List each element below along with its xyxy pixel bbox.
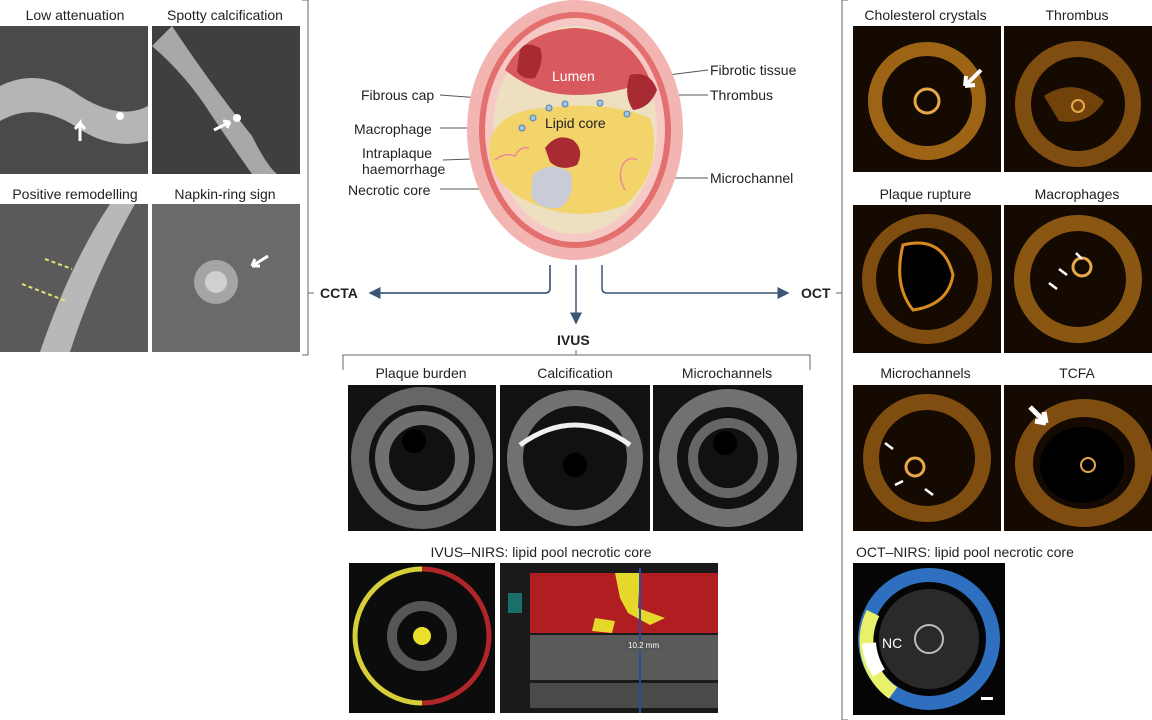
ivus-label: IVUS (557, 332, 590, 348)
label-thrombus: Thrombus (710, 87, 774, 103)
ivus-caption-plaque-burden: Plaque burden (375, 365, 467, 381)
oct-caption-thrombus: Thrombus (1045, 7, 1109, 23)
label-fibrous-cap: Fibrous cap (361, 87, 435, 103)
label-fibrotic-tissue: Fibrotic tissue (710, 62, 797, 78)
oct-caption-tcfa: TCFA (1059, 365, 1095, 381)
ccta-image-napkin-ring (152, 204, 300, 352)
ivus-caption-microchannels: Microchannels (681, 365, 773, 381)
oct-nirs-image (853, 563, 1005, 715)
ccta-caption-positive-remodelling: Positive remodelling (12, 186, 138, 202)
ccta-caption-napkin-ring: Napkin-ring sign (174, 186, 276, 202)
ccta-label: CCTA (320, 285, 358, 301)
ccta-image-positive-remodelling (0, 204, 148, 352)
label-lumen: Lumen (552, 68, 595, 84)
label-microchannel: Microchannel (710, 170, 794, 186)
ivus-image-calcification (500, 385, 650, 531)
oct-image-macrophages (1004, 205, 1152, 353)
ccta-caption-spotty-calcification: Spotty calcification (167, 7, 283, 23)
oct-image-tcfa (1004, 385, 1152, 531)
oct-image-plaque-rupture (853, 205, 1001, 353)
ccta-caption-low-attenuation: Low attenuation (25, 7, 125, 23)
ivus-nirs-image-chemogram (500, 563, 718, 713)
oct-caption-cholesterol: Cholesterol crystals (864, 7, 987, 23)
oct-image-microchannels (853, 385, 1001, 531)
plaque-cross-section (465, 0, 685, 265)
label-intraplaque-haemorrhage: Intraplaque haemorrhage (362, 145, 446, 177)
label-necrotic-core: Necrotic core (348, 182, 431, 198)
oct-nirs-title: OCT–NIRS: lipid pool necrotic core (856, 544, 1074, 560)
ivus-nirs-title: IVUS–NIRS: lipid pool necrotic core (430, 544, 652, 560)
ivus-caption-calcification: Calcification (537, 365, 613, 381)
oct-image-cholesterol (853, 26, 1001, 172)
oct-image-thrombus (1004, 26, 1152, 172)
oct-label: OCT (801, 285, 831, 301)
oct-caption-plaque-rupture: Plaque rupture (879, 186, 972, 202)
oct-nirs-nc-label: NC (882, 635, 903, 651)
ivus-image-plaque-burden (348, 385, 496, 531)
ccta-image-low-attenuation (0, 26, 148, 174)
ccta-image-spotty-calcification (152, 26, 300, 174)
oct-caption-microchannels: Microchannels (880, 365, 971, 381)
oct-caption-macrophages: Macrophages (1034, 186, 1120, 202)
label-macrophage: Macrophage (354, 121, 432, 137)
ivus-image-microchannels (653, 385, 803, 531)
ivus-nirs-image-crosssection (349, 563, 495, 713)
label-lipid-core: Lipid core (545, 115, 606, 131)
ivus-nirs-ruler: 10.2 mm (626, 641, 662, 650)
